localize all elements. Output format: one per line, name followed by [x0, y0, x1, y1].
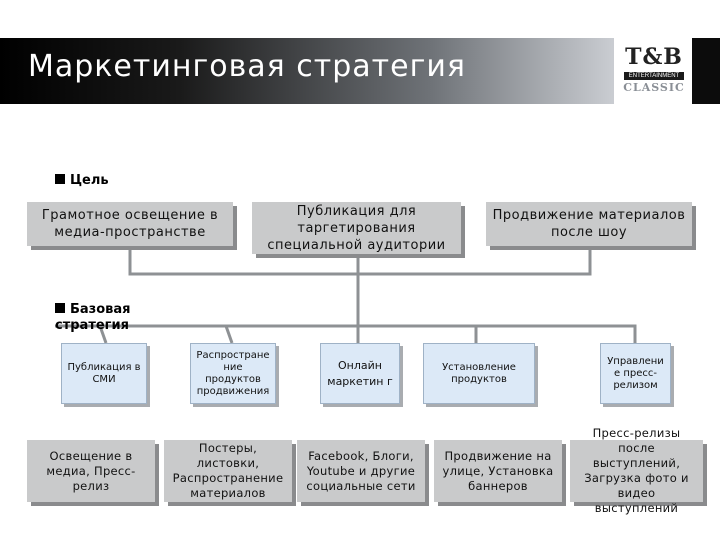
action-box: Освещение в медиа, Пресс-релиз: [27, 440, 155, 502]
goal-box: Грамотное освещение в медиа-пространстве: [27, 202, 233, 246]
strategy-branch-1: [98, 325, 108, 344]
goal-section-label: Цель: [55, 173, 109, 189]
page-title: Маркетинговая стратегия: [28, 49, 466, 84]
strategy-box: Управлени е пресс- релизом: [600, 343, 671, 404]
header-banner: [0, 38, 720, 104]
strategy-box: Публикация в СМИ: [61, 343, 147, 404]
logo-subtext: CLASSIC: [623, 81, 685, 94]
strategy-box: Онлайн маркетин г: [320, 343, 400, 404]
action-box: Пресс-релизы после выступлений, Загрузка…: [570, 426, 703, 515]
action-box: Постеры, листовки, Распространение матер…: [164, 440, 292, 502]
goal-connector: [128, 250, 592, 276]
logo-band-text: ENTERTAINMENT: [624, 72, 684, 80]
logo: [614, 38, 692, 104]
action-box: Facebook, Блоги, Youtube и другие социал…: [297, 440, 425, 502]
strategy-branch-2: [224, 325, 234, 344]
bullet-square-icon: [55, 303, 65, 313]
strategy-bus: [55, 324, 637, 343]
bullet-square-icon: [55, 174, 65, 184]
strategy-section-label: Базовая стратегия: [55, 302, 131, 333]
header-edge: [692, 38, 720, 104]
strategy-box: Распростране ние продуктов продвижения: [190, 343, 276, 404]
goal-box: Публикация для таргетирования специально…: [252, 202, 461, 254]
action-box: Продвижение на улице, Установка баннеров: [434, 440, 562, 502]
strategy-box: Установление продуктов: [423, 343, 535, 404]
logo-text: T&B: [625, 44, 683, 70]
goal-box: Продвижение материалов после шоу: [486, 202, 692, 246]
